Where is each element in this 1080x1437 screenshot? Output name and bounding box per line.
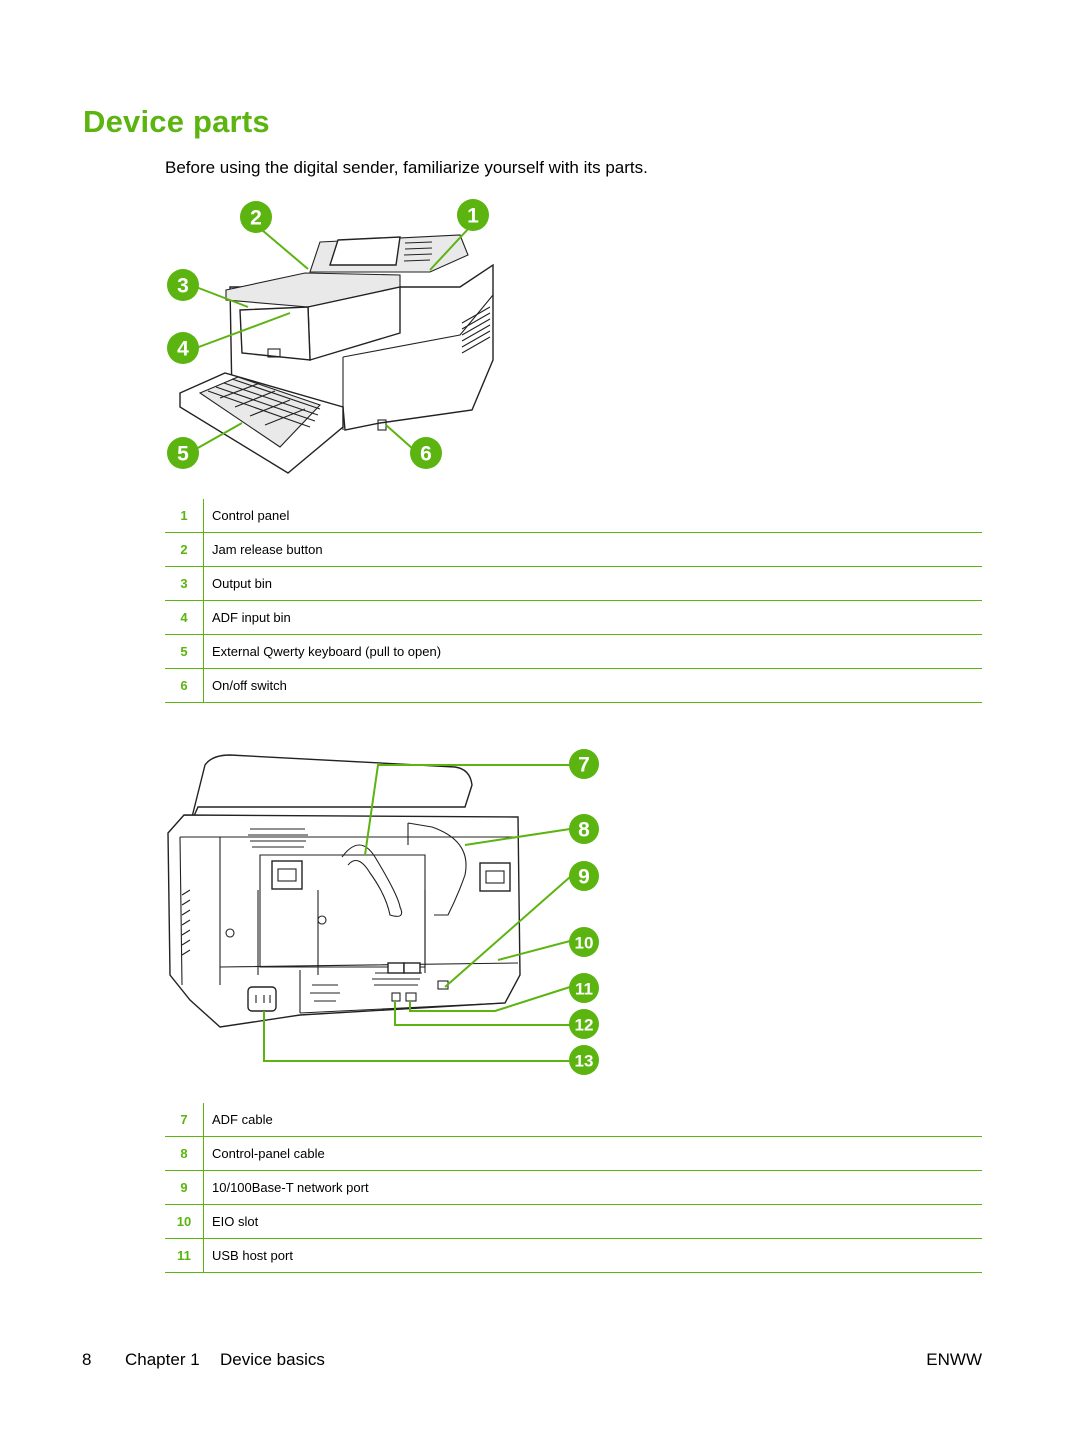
callout-13: 13	[569, 1045, 599, 1075]
svg-text:8: 8	[578, 819, 590, 842]
table-row: 1 Control panel	[165, 499, 982, 533]
part-label: ADF cable	[203, 1103, 982, 1137]
front-device-figure: 2 1 3 4 5 6	[167, 199, 494, 474]
part-number: 5	[165, 634, 204, 669]
part-label: Jam release button	[203, 532, 982, 567]
svg-text:13: 13	[575, 1052, 594, 1071]
part-label: External Qwerty keyboard (pull to open)	[203, 634, 982, 669]
callout-8: 8	[569, 814, 599, 844]
side-vent	[461, 306, 491, 354]
part-label: USB host port	[203, 1238, 982, 1273]
table-row: 6 On/off switch	[165, 668, 982, 703]
callout-9: 9	[569, 861, 599, 891]
footer-chapter: Chapter 1	[125, 1350, 200, 1369]
svg-text:1: 1	[467, 205, 479, 228]
svg-text:5: 5	[177, 443, 189, 466]
part-number: 1	[165, 499, 204, 533]
footer-brand: ENWW	[926, 1350, 982, 1369]
table-row: 7 ADF cable	[165, 1103, 982, 1137]
page-title: Device parts	[83, 104, 270, 139]
part-label: EIO slot	[203, 1204, 982, 1239]
svg-text:6: 6	[420, 443, 432, 466]
part-number: 10	[165, 1204, 204, 1239]
callout-2: 2	[240, 201, 272, 233]
table-row: 11 USB host port	[165, 1238, 982, 1273]
svg-text:10: 10	[575, 934, 594, 953]
part-label: Control-panel cable	[203, 1136, 982, 1171]
callout-11: 11	[569, 973, 599, 1003]
footer-section: Device basics	[220, 1350, 325, 1369]
table-row: 4 ADF input bin	[165, 600, 982, 635]
svg-text:7: 7	[578, 754, 590, 777]
footer-page-number: 8	[82, 1350, 92, 1369]
intro-text: Before using the digital sender, familia…	[165, 158, 648, 177]
svg-text:4: 4	[177, 338, 189, 361]
callout-6: 6	[410, 437, 442, 469]
part-number: 11	[165, 1238, 204, 1273]
svg-text:12: 12	[575, 1016, 594, 1035]
table-row: 3 Output bin	[165, 566, 982, 601]
table-row: 8 Control-panel cable	[165, 1136, 982, 1171]
front-parts-table: 1 Control panel 2 Jam release button 3 O…	[165, 499, 982, 703]
part-number: 3	[165, 566, 204, 601]
part-number: 7	[165, 1103, 204, 1137]
part-number: 6	[165, 668, 204, 703]
part-label: Control panel	[203, 499, 982, 533]
part-number: 9	[165, 1170, 204, 1205]
callout-5: 5	[167, 437, 199, 469]
part-number: 8	[165, 1136, 204, 1171]
control-panel-drawing	[309, 234, 469, 273]
callout-10: 10	[569, 927, 599, 957]
table-row: 5 External Qwerty keyboard (pull to open…	[165, 634, 982, 669]
svg-text:3: 3	[177, 275, 189, 298]
table-row: 2 Jam release button	[165, 532, 982, 567]
part-number: 2	[165, 532, 204, 567]
callout-1: 1	[457, 199, 489, 231]
callout-7: 7	[569, 749, 599, 779]
part-label: ADF input bin	[203, 600, 982, 635]
part-number: 4	[165, 600, 204, 635]
part-label: On/off switch	[203, 668, 982, 703]
callout-3: 3	[167, 269, 199, 301]
table-row: 9 10/100Base-T network port	[165, 1170, 982, 1205]
callout-12: 12	[569, 1009, 599, 1039]
callout-4: 4	[167, 332, 199, 364]
table-row: 10 EIO slot	[165, 1204, 982, 1239]
svg-text:11: 11	[575, 980, 593, 999]
part-label: 10/100Base-T network port	[203, 1170, 982, 1205]
back-device-figure: 7 8 9 10 11 12 13	[167, 749, 599, 1075]
back-parts-table: 7 ADF cable 8 Control-panel cable 9 10/1…	[165, 1103, 982, 1273]
svg-text:9: 9	[578, 866, 590, 889]
part-label: Output bin	[203, 566, 982, 601]
svg-text:2: 2	[250, 207, 262, 230]
